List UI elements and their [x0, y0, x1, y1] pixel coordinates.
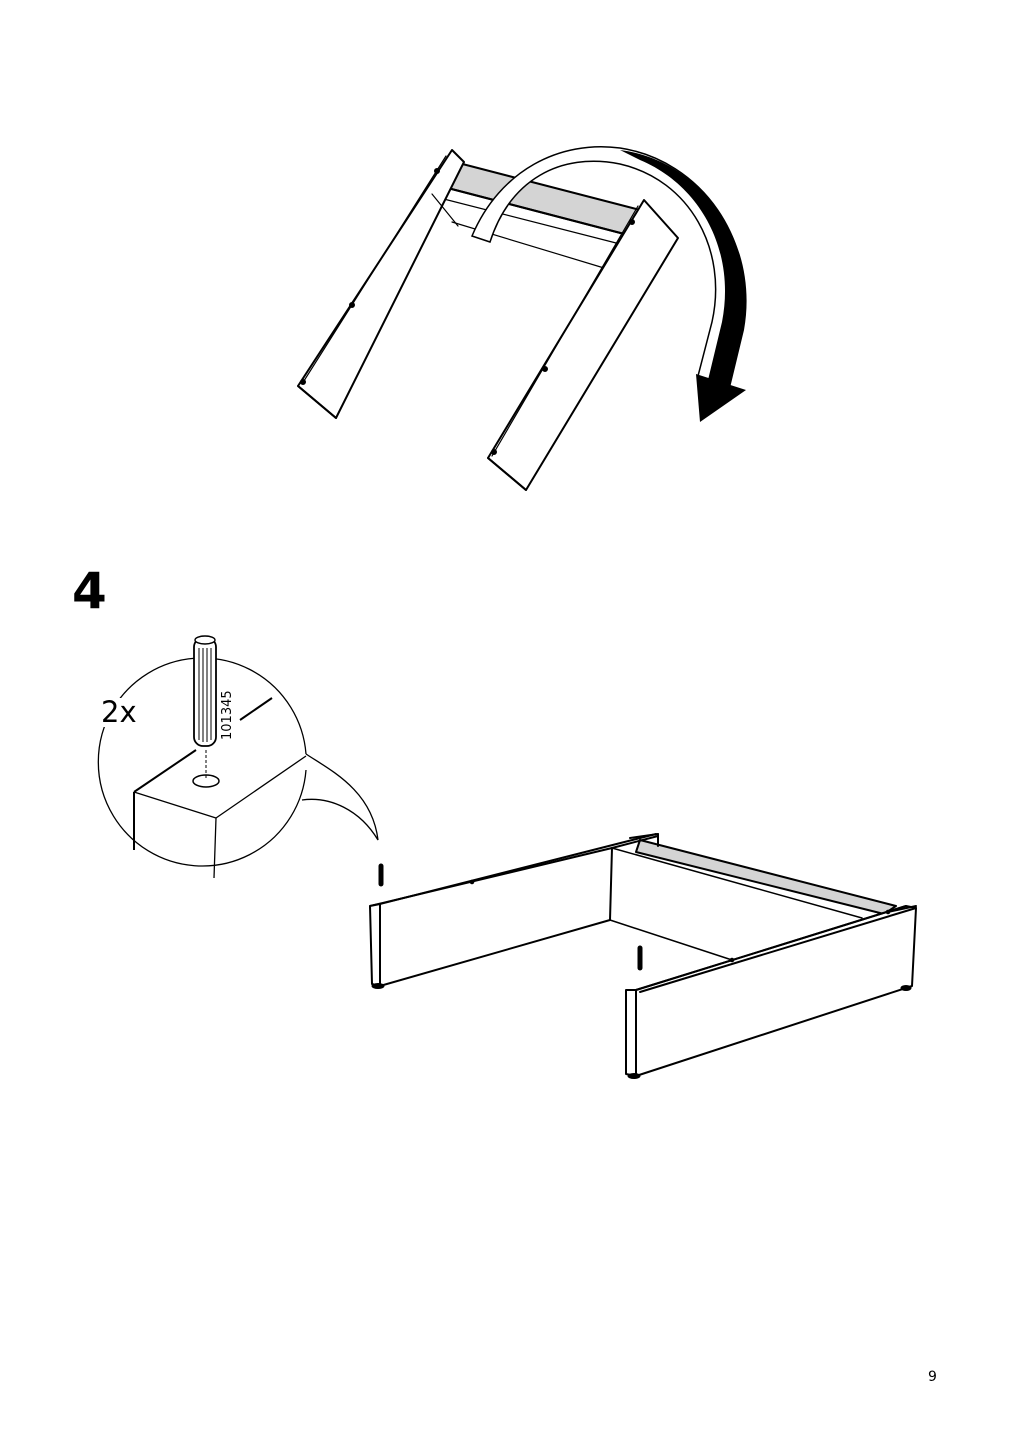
callout-circle [97, 657, 307, 867]
dowel-icon [193, 635, 217, 747]
step-number: 4 [72, 562, 107, 620]
back-rail [635, 839, 897, 915]
quantity-label: 2x [99, 695, 139, 729]
left-panel [369, 847, 613, 987]
page-number: 9 [928, 1369, 937, 1385]
callout-tail [301, 753, 379, 841]
curved-arrow-icon [470, 146, 747, 422]
right-panel [635, 905, 917, 1077]
